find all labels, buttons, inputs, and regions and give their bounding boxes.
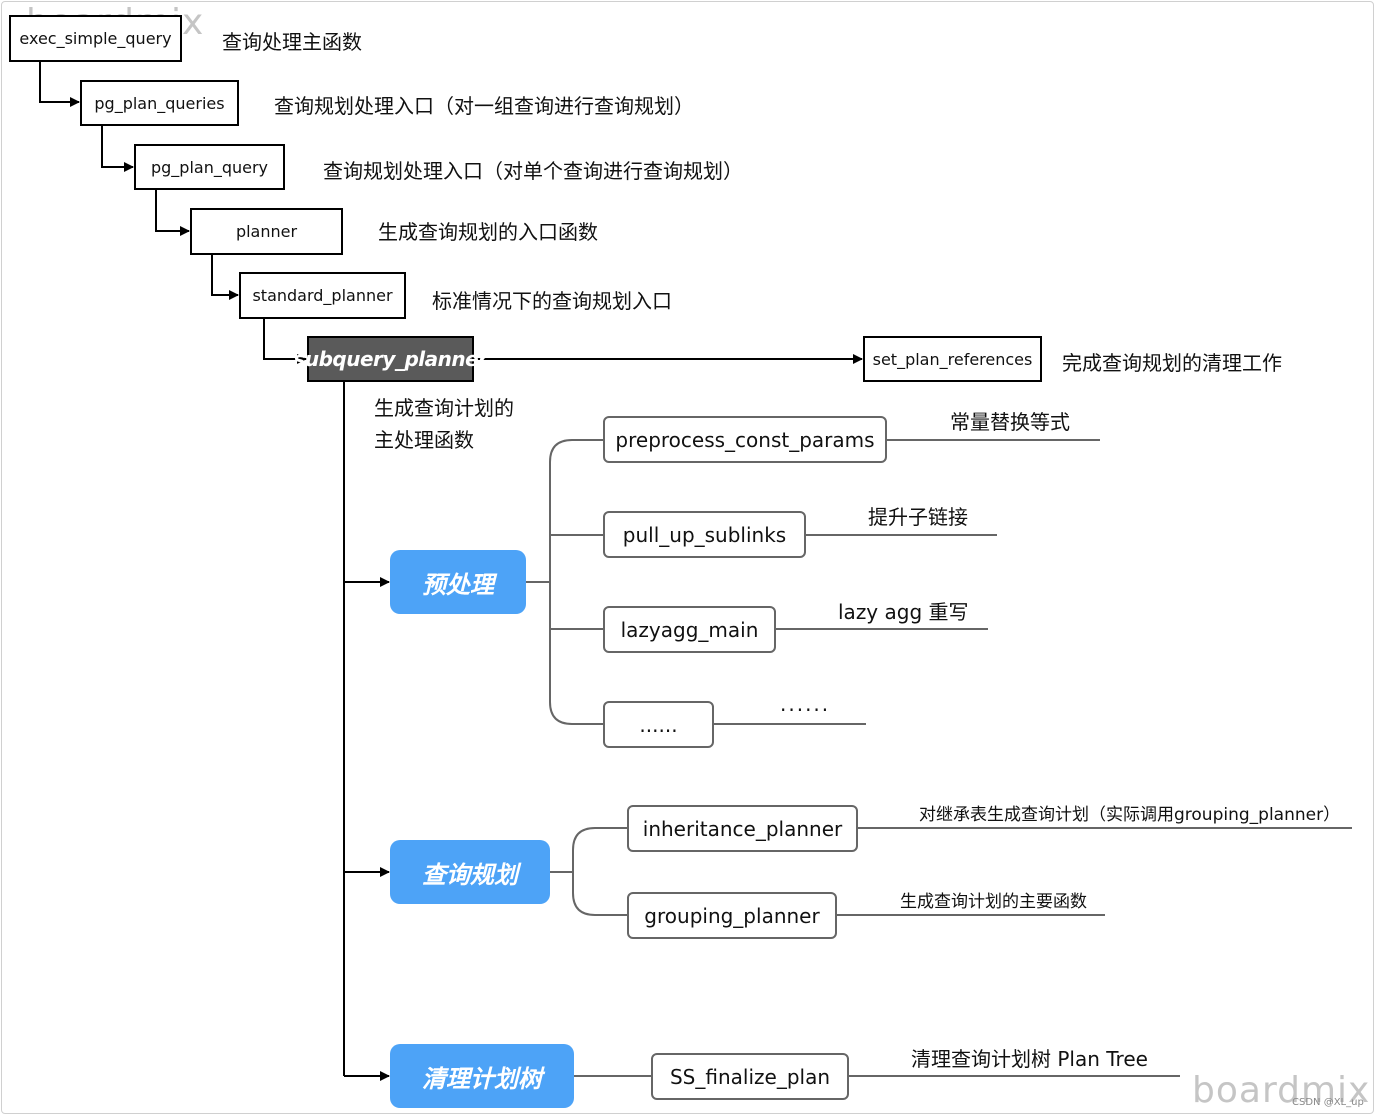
desc-pull-up-sublinks: 提升子链接: [868, 505, 968, 529]
node-subquery-planner: subquery_planner: [293, 336, 488, 382]
desc-subquery-planner-line2: 主处理函数: [374, 428, 474, 452]
phase-cleanup: 清理计划树: [390, 1044, 574, 1108]
branch-planning-bracket: [572, 827, 596, 916]
desc-grouping-planner: 生成查询计划的主要函数: [900, 892, 1087, 912]
desc-subquery-planner: 生成查询计划的 主处理函数: [374, 392, 514, 456]
node-pull-up-sublinks: pull_up_sublinks: [603, 511, 806, 558]
desc-ellipsis: ......: [780, 692, 831, 716]
node-ss-finalize-plan: SS_finalize_plan: [651, 1053, 849, 1100]
node-set-plan-references: set_plan_references: [863, 336, 1042, 382]
edge-standard-to-subquery: [263, 318, 307, 364]
branch-preprocess-bracket: [549, 439, 573, 725]
edge-queries-to-query: [101, 125, 134, 172]
node-lazyagg-main: lazyagg_main: [603, 606, 776, 653]
desc-ss-finalize-plan: 清理查询计划树 Plan Tree: [911, 1047, 1148, 1071]
desc-pg-plan-query: 查询规划处理入口（对单个查询进行查询规划）: [323, 159, 743, 183]
credit-text: CSDN @XL_up: [1292, 1097, 1364, 1108]
edge-exec-to-queries: [39, 62, 80, 107]
desc-pg-plan-queries: 查询规划处理入口（对一组查询进行查询规划）: [274, 94, 694, 118]
node-inheritance-planner: inheritance_planner: [627, 805, 858, 852]
watermark-bottom: boardmix: [1192, 1070, 1371, 1111]
desc-exec-simple-query: 查询处理主函数: [222, 30, 362, 54]
desc-planner: 生成查询规划的入口函数: [378, 220, 598, 244]
desc-subquery-planner-line1: 生成查询计划的: [374, 396, 514, 420]
desc-set-plan-references: 完成查询规划的清理工作: [1062, 351, 1282, 375]
node-standard-planner: standard_planner: [239, 272, 406, 319]
node-grouping-planner: grouping_planner: [627, 892, 837, 939]
node-exec-simple-query: exec_simple_query: [9, 15, 182, 62]
node-planner: planner: [190, 208, 343, 255]
node-preprocess-const-params: preprocess_const_params: [603, 416, 887, 463]
desc-inheritance-planner: 对继承表生成查询计划（实际调用grouping_planner）: [919, 805, 1341, 825]
desc-lazyagg-main: lazy agg 重写: [838, 600, 969, 624]
node-pg-plan-query: pg_plan_query: [134, 144, 285, 190]
desc-preprocess-const-params: 常量替换等式: [950, 410, 1070, 434]
edge-query-to-planner: [155, 189, 190, 236]
desc-standard-planner: 标准情况下的查询规划入口: [432, 289, 672, 313]
phase-planning: 查询规划: [390, 840, 550, 904]
edge-planner-to-standard: [211, 254, 239, 300]
node-ellipsis: ......: [603, 701, 714, 748]
phase-preprocess: 预处理: [390, 550, 526, 614]
node-pg-plan-queries: pg_plan_queries: [80, 80, 239, 126]
